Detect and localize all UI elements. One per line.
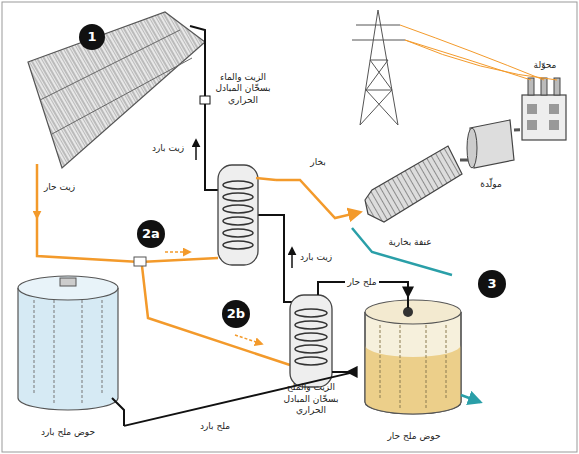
callout-number: 2a	[137, 220, 165, 248]
heat-exchanger: الزيت والملح بسخّان المبادل الحراري	[274, 290, 348, 418]
heat-exchanger: الزيت والماء بسخّان المبادل الحراري	[210, 70, 276, 268]
flow-label: زيت بارد	[150, 143, 186, 154]
part-label: حوض ملح حار	[360, 431, 468, 442]
callout-text: 2b	[222, 300, 250, 328]
generator: مولّدة	[468, 112, 514, 192]
callout-number: 3	[478, 270, 506, 298]
salt-tank: حوض ملح بارد	[12, 262, 124, 440]
pipe-label: ملح حار	[345, 277, 378, 288]
pipe-label: بخار	[308, 157, 327, 168]
callout-text: 3	[478, 270, 506, 298]
part-label: الزيت والملح بسخّان المبادل الحراري	[274, 382, 348, 416]
callout-number: 1	[79, 24, 105, 50]
part-label: مولّدة	[468, 179, 514, 190]
callout-text: 2a	[137, 220, 165, 248]
salt-tank: حوض ملح حار	[360, 296, 468, 444]
part-label: حوض ملح بارد	[12, 427, 124, 438]
flow-label: زيت حار	[42, 182, 77, 193]
callout-number: 2b	[222, 300, 250, 328]
part-label: محوّلة	[520, 60, 570, 71]
callout-text: 1	[79, 24, 105, 50]
steam-turbine: عنفة بخارية	[360, 135, 460, 250]
flow-pipe	[514, 128, 520, 131]
transformer: محوّلة	[520, 58, 570, 150]
part-label: عنفة بخارية	[360, 237, 460, 248]
pipe-label: ملح بارد	[198, 421, 232, 432]
flow-label: زيت بارد	[298, 252, 334, 263]
flow-pipe	[460, 159, 468, 162]
flow-pipe	[124, 372, 355, 426]
part-label: الزيت والماء بسخّان المبادل الحراري	[210, 72, 276, 106]
flow-pipe	[276, 180, 360, 218]
